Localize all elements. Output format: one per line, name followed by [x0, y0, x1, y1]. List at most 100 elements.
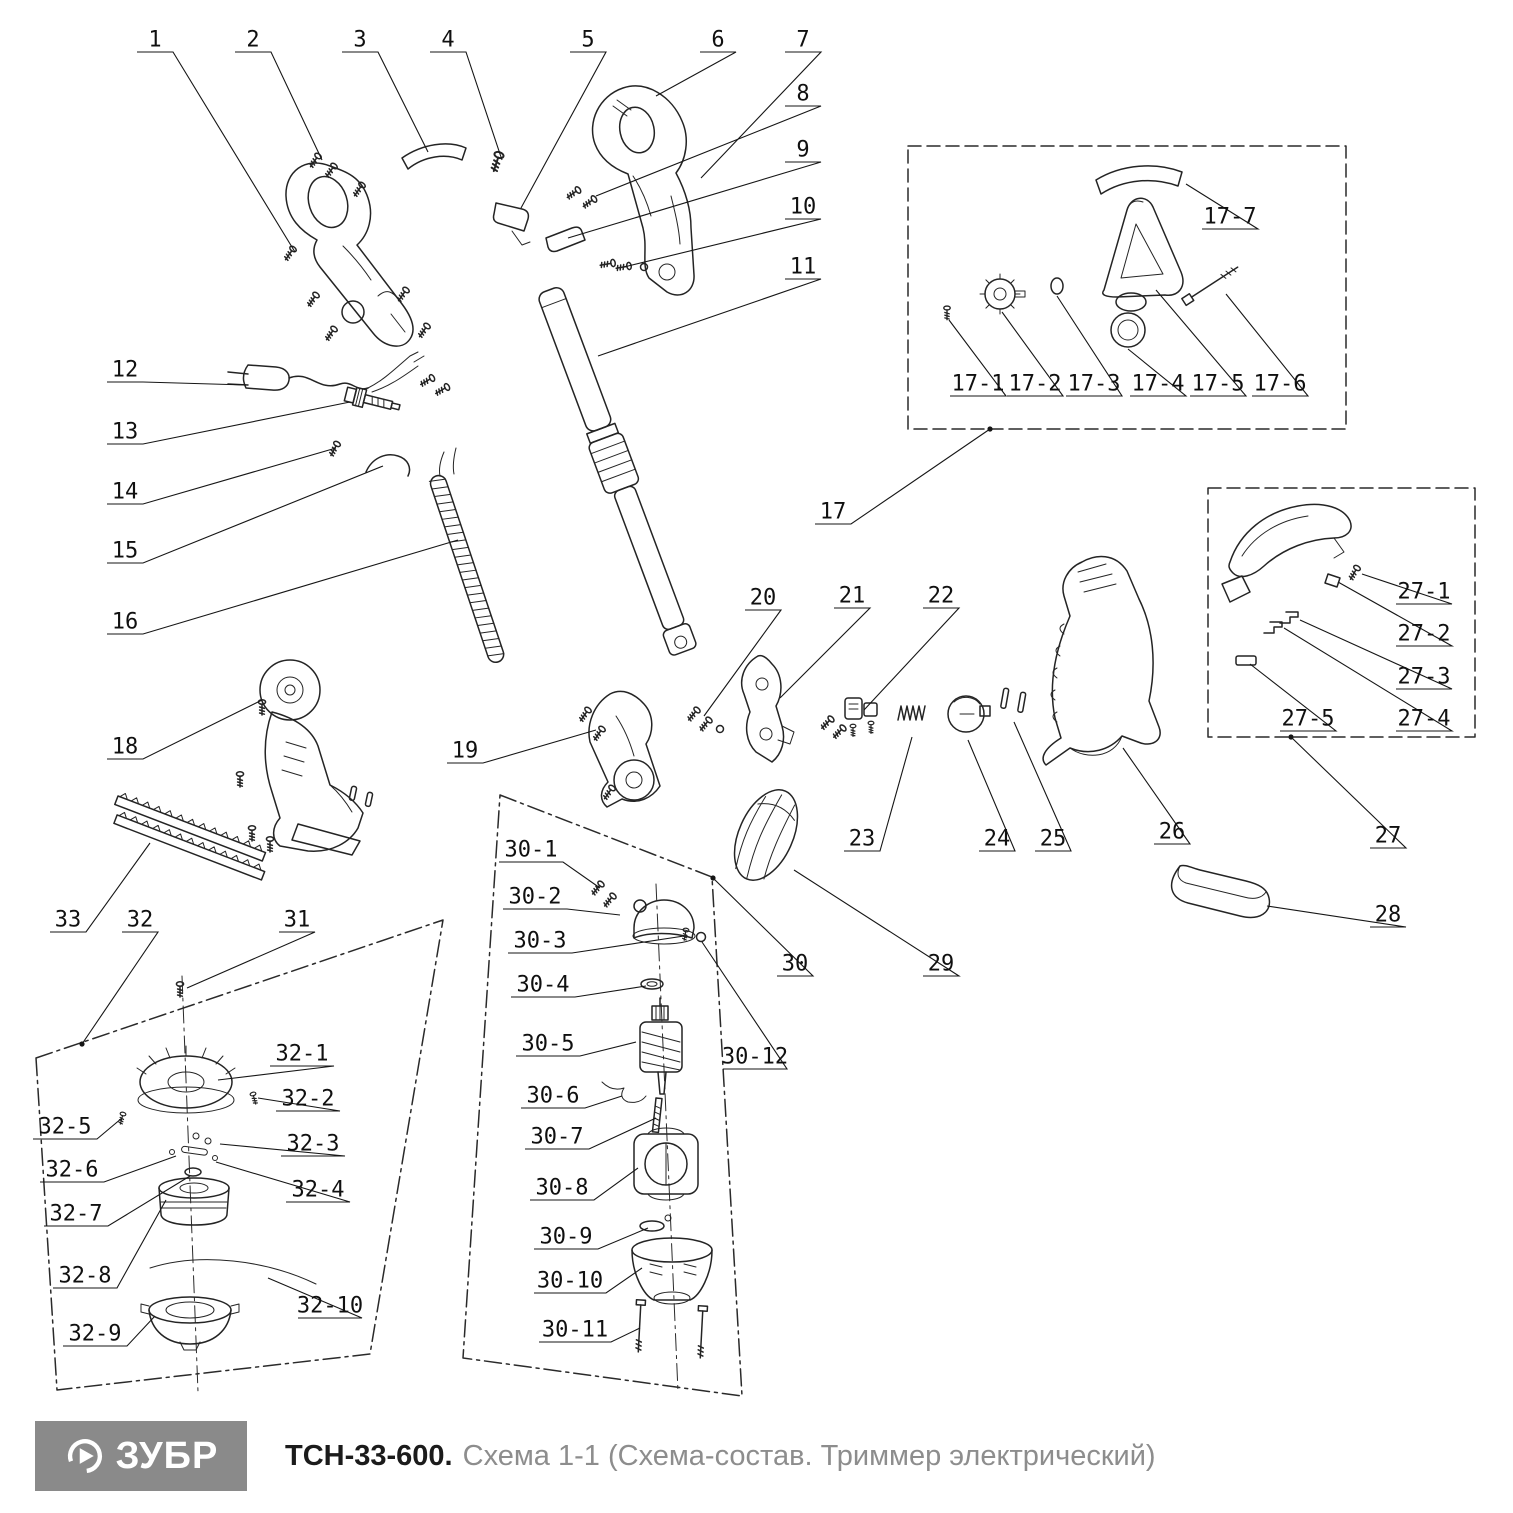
leader-dot: [79, 1041, 85, 1047]
callout-label: 8: [796, 82, 809, 107]
callout-label: 28: [1375, 903, 1402, 928]
callout-label: 32-6: [46, 1158, 99, 1183]
callout-label: 32-9: [69, 1322, 122, 1347]
callout-label: 2: [246, 28, 259, 53]
callout-22: 22: [863, 584, 961, 711]
callout-label: 12: [112, 358, 139, 383]
leader-line: [1013, 721, 1072, 852]
callout-33: 33: [50, 842, 151, 933]
group-30-motor-assembly: [462, 794, 743, 1397]
callout-30: 30: [710, 875, 815, 977]
leader-line: [107, 465, 384, 564]
callout-label: 32-7: [50, 1202, 103, 1227]
callout-32-6: 32-6: [40, 1155, 177, 1183]
zubr-logo-icon: [67, 1439, 102, 1474]
leader-line: [1299, 619, 1453, 690]
callout-32-5: 32-5: [33, 1115, 123, 1140]
leader-line: [1249, 663, 1338, 732]
callout-label: 33: [55, 908, 82, 933]
callout-5: 5: [520, 28, 607, 209]
callout-1: 1: [137, 28, 296, 253]
part-guard-shield: [733, 789, 799, 881]
callout-label: 32-1: [276, 1042, 329, 1067]
part-spring-coil: [428, 474, 505, 664]
part-front-grip: [1042, 555, 1161, 766]
callout-32-3: 32-3: [219, 1132, 346, 1157]
leader-line: [520, 51, 607, 209]
leader-line: [700, 51, 823, 179]
brand-name: ЗУБР: [115, 1434, 219, 1477]
leader-line: [623, 218, 822, 268]
leader-dot: [1288, 734, 1294, 740]
part-blade-strips: [113, 792, 267, 881]
callout-label: 32-8: [59, 1264, 112, 1289]
leader-line: [107, 381, 247, 386]
leader-line: [844, 736, 913, 852]
brand-badge: ЗУБР: [35, 1421, 247, 1491]
callout-label: 3: [353, 28, 366, 53]
leader-line: [107, 699, 263, 760]
callout-19: 19: [447, 729, 597, 764]
callout-11: 11: [597, 255, 822, 357]
callout-label: 16: [112, 610, 139, 635]
callout-31: 31: [186, 908, 316, 989]
callout-30-6: 30-6: [521, 1084, 623, 1109]
callout-17-7: 17-7: [1185, 183, 1260, 230]
exploded-parts-drawing: [35, 85, 1476, 1397]
part-rear-housing: [285, 162, 414, 347]
callout-30-4: 30-4: [511, 973, 647, 998]
part-lever: [492, 202, 531, 246]
callout-27-2: 27-2: [1337, 581, 1455, 647]
callout-28: 28: [1266, 903, 1407, 928]
callout-label: 13: [112, 420, 139, 445]
callout-label: 30-2: [509, 885, 562, 910]
callout-30-8: 30-8: [530, 1167, 639, 1201]
callout-label: 22: [928, 584, 955, 609]
leader-line: [1266, 905, 1407, 928]
callout-label: 17-2: [1009, 372, 1062, 397]
callout-label: 30-1: [505, 838, 558, 863]
drawing-caption: ТСН-33-600. Схема 1-1 (Схема-состав. Три…: [285, 1440, 1156, 1473]
part-wire-bail: [1170, 864, 1271, 919]
part-shaft-tube: [538, 286, 697, 656]
callout-label: 32-5: [39, 1115, 92, 1140]
leader-line: [503, 908, 621, 916]
callout-32-2: 32-2: [257, 1087, 341, 1112]
leader-line: [534, 1227, 649, 1250]
callout-27-1: 27-1: [1361, 573, 1453, 605]
callout-4: 4: [430, 28, 503, 161]
callout-label: 23: [849, 827, 876, 852]
part-knob: [947, 695, 991, 733]
group-30-box: [462, 794, 743, 1397]
callout-30-9: 30-9: [534, 1225, 649, 1250]
leader-line: [137, 51, 296, 253]
callout-label: 5: [581, 28, 594, 53]
callout-label: 17-4: [1132, 372, 1185, 397]
part-wire-clip: [365, 454, 411, 477]
callout-label: 30-12: [722, 1045, 788, 1070]
callout-label: 27: [1375, 824, 1402, 849]
callout-label: 26: [1159, 820, 1186, 845]
leader-line: [655, 51, 737, 97]
callout-label: 4: [441, 28, 454, 53]
callout-17: 17: [815, 426, 993, 525]
group-32-spool-assembly: [35, 919, 444, 1393]
callout-label: 30-4: [517, 973, 570, 998]
callout-18: 18: [107, 699, 263, 760]
part-pins-small: [348, 785, 374, 808]
footer-bar: ЗУБР ТСН-33-600. Схема 1-1 (Схема-состав…: [35, 1421, 1156, 1491]
leader-line: [1283, 627, 1454, 732]
leader-line: [50, 842, 151, 933]
part-switch: [844, 697, 878, 738]
part-plate: [545, 226, 586, 253]
callout-26: 26: [1122, 747, 1192, 845]
callout-label: 18: [112, 735, 139, 760]
leader-line: [701, 941, 789, 1070]
callout-15: 15: [107, 465, 384, 564]
leader-line: [430, 51, 503, 161]
part-spring: [897, 705, 926, 721]
leader-line: [521, 1095, 623, 1109]
group-17-handle-assembly: [907, 145, 1347, 430]
callout-label: 20: [750, 586, 777, 611]
